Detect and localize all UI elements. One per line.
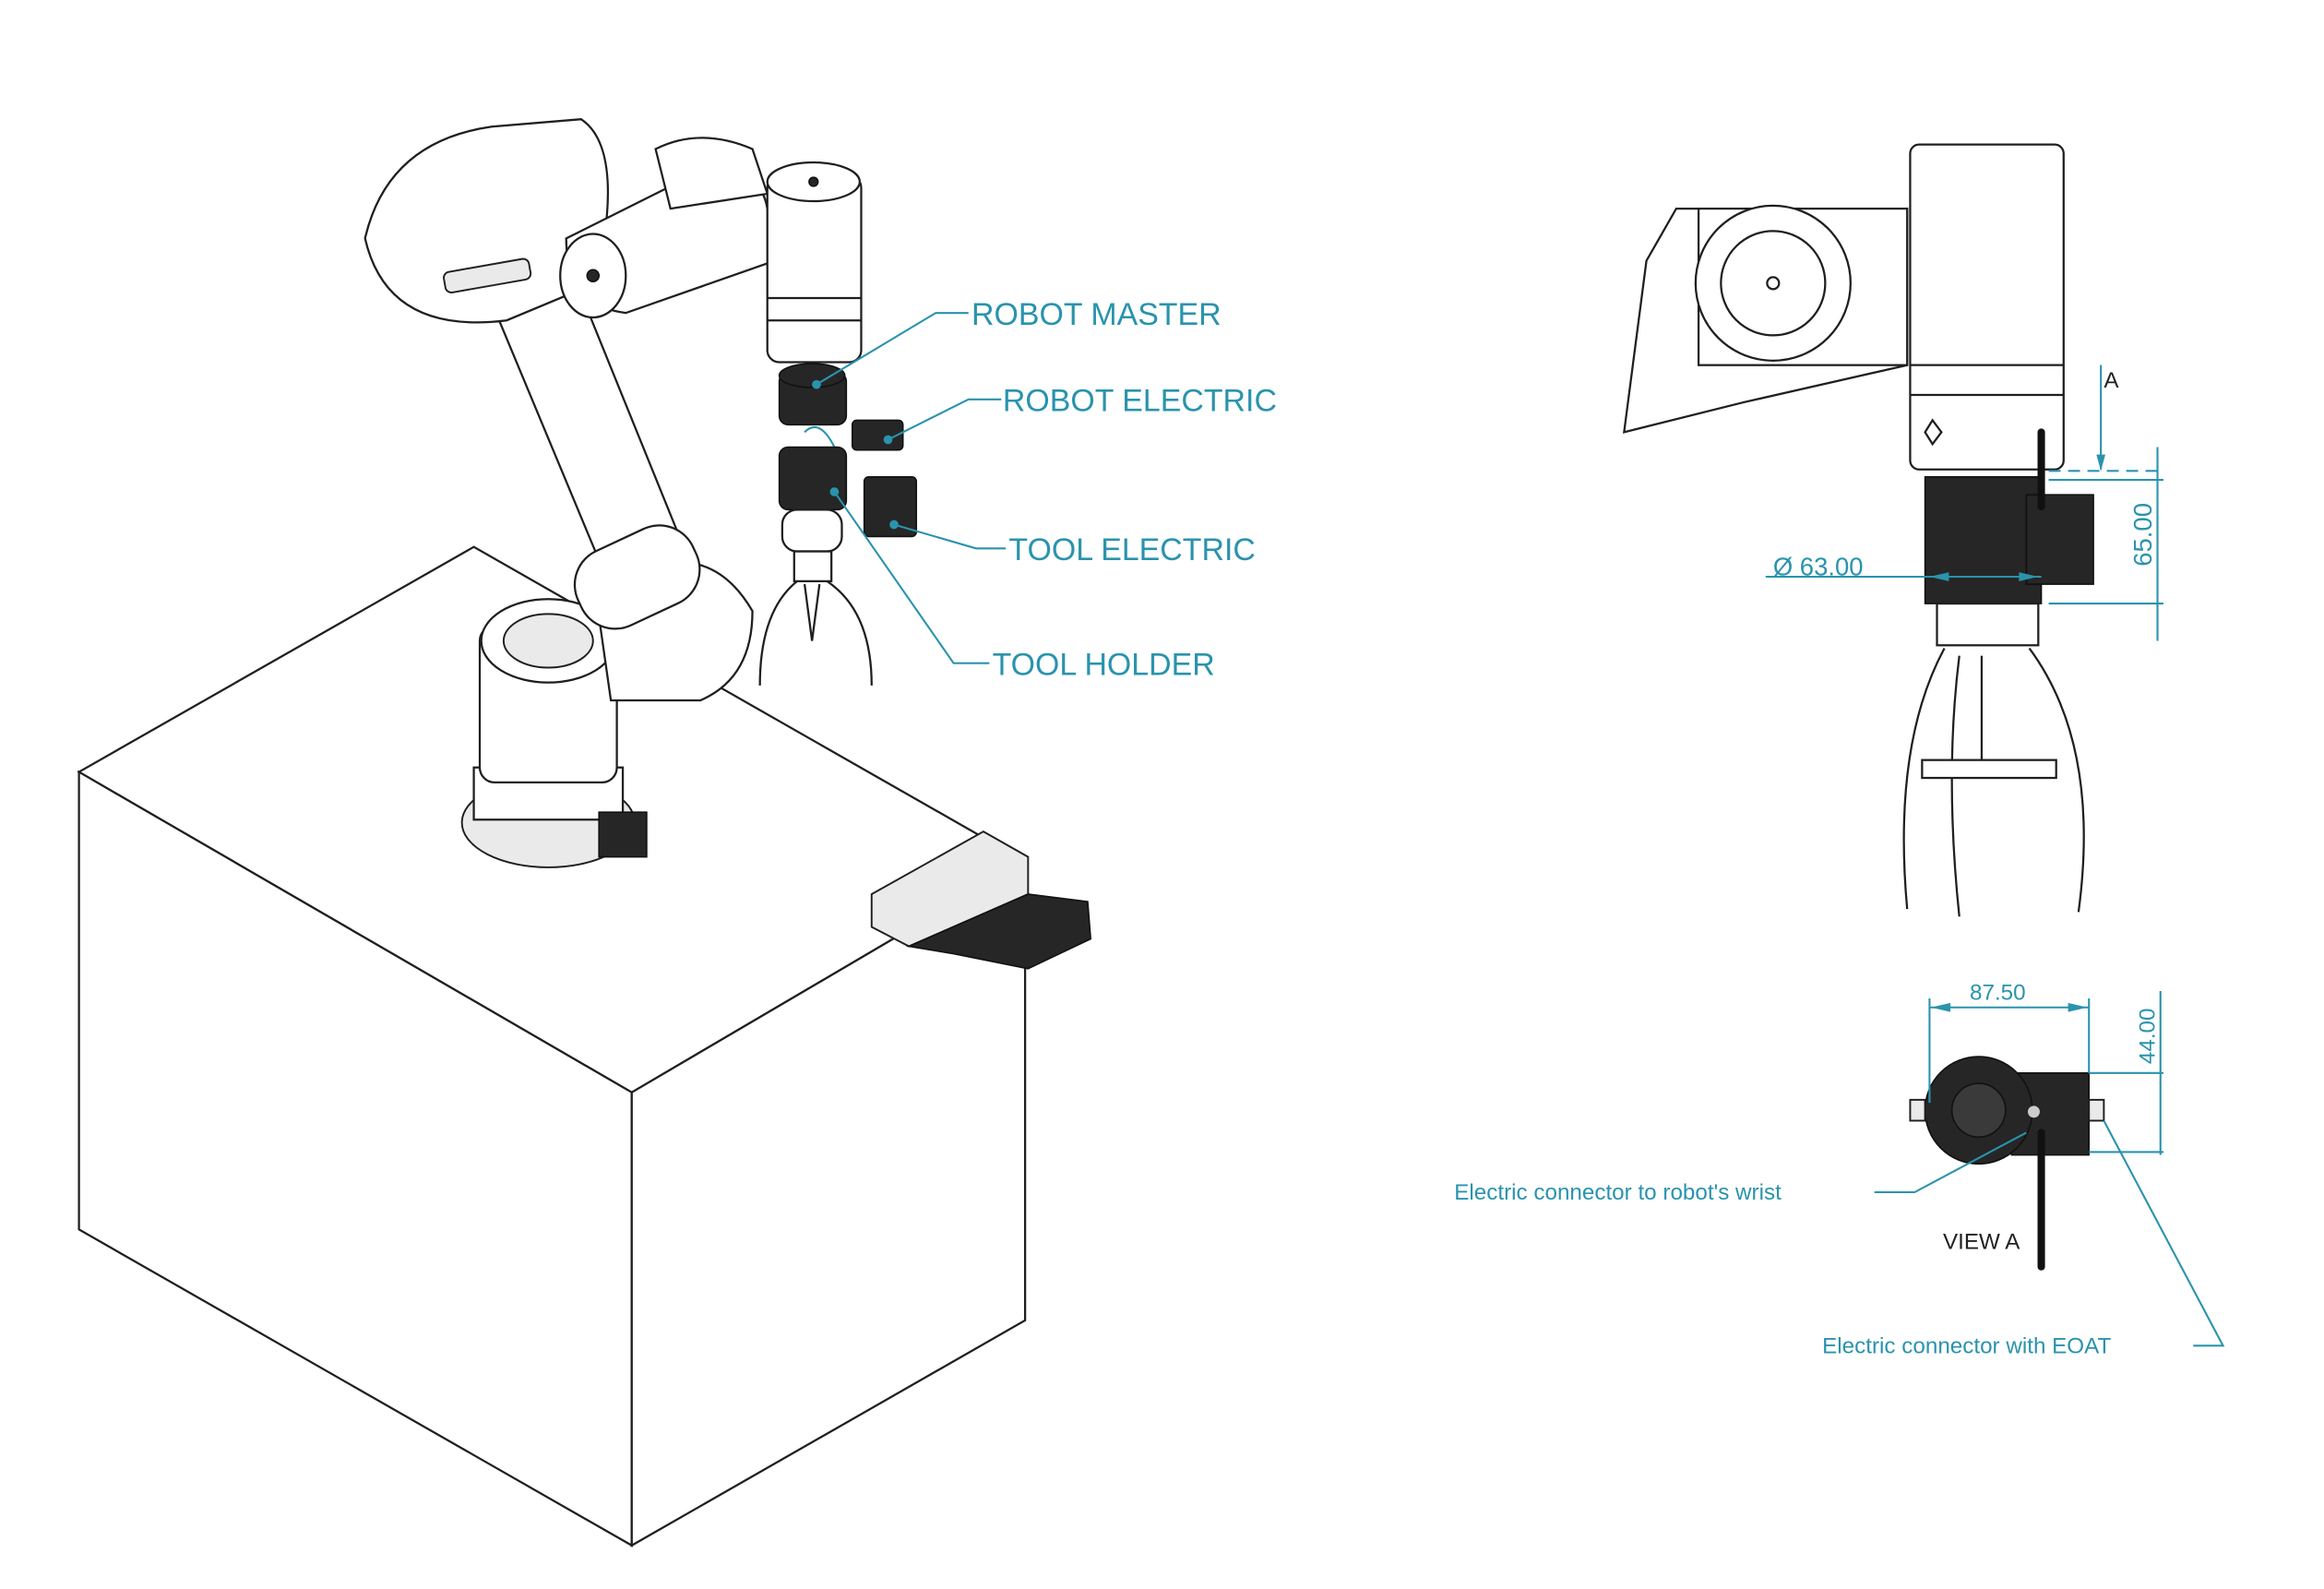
dimension-view-a-height: 44.00 — [2135, 1009, 2160, 1065]
robot-arm — [363, 118, 863, 868]
note-eoat-connector: Electric connector with EOAT — [1822, 1333, 2111, 1358]
side-view-dimensions — [1765, 364, 2163, 641]
label-robot-master: ROBOT MASTER — [971, 297, 1222, 332]
label-robot-electric: ROBOT ELECTRIC — [1003, 384, 1277, 419]
label-tool-electric: TOOL ELECTRIC — [1008, 532, 1256, 568]
view-a-title: VIEW A — [1943, 1229, 2020, 1254]
dimension-height: 65.00 — [2128, 503, 2157, 567]
view-marker-a: A — [2104, 368, 2119, 393]
dimension-diameter: Ø 63.00 — [1773, 552, 1864, 580]
view-a — [1909, 1056, 2105, 1271]
view-a-dimensions — [1874, 990, 2225, 1347]
label-tool-holder: TOOL HOLDER — [993, 648, 1215, 683]
note-wrist-connector: Electric connector to robot's wrist — [1454, 1180, 1782, 1205]
exploded-tool-changer — [758, 363, 918, 686]
dimension-width: 87.50 — [1970, 981, 2026, 1006]
callout-leaders — [812, 312, 1007, 664]
parked-gripper — [870, 830, 1092, 970]
side-view — [1623, 143, 2094, 917]
